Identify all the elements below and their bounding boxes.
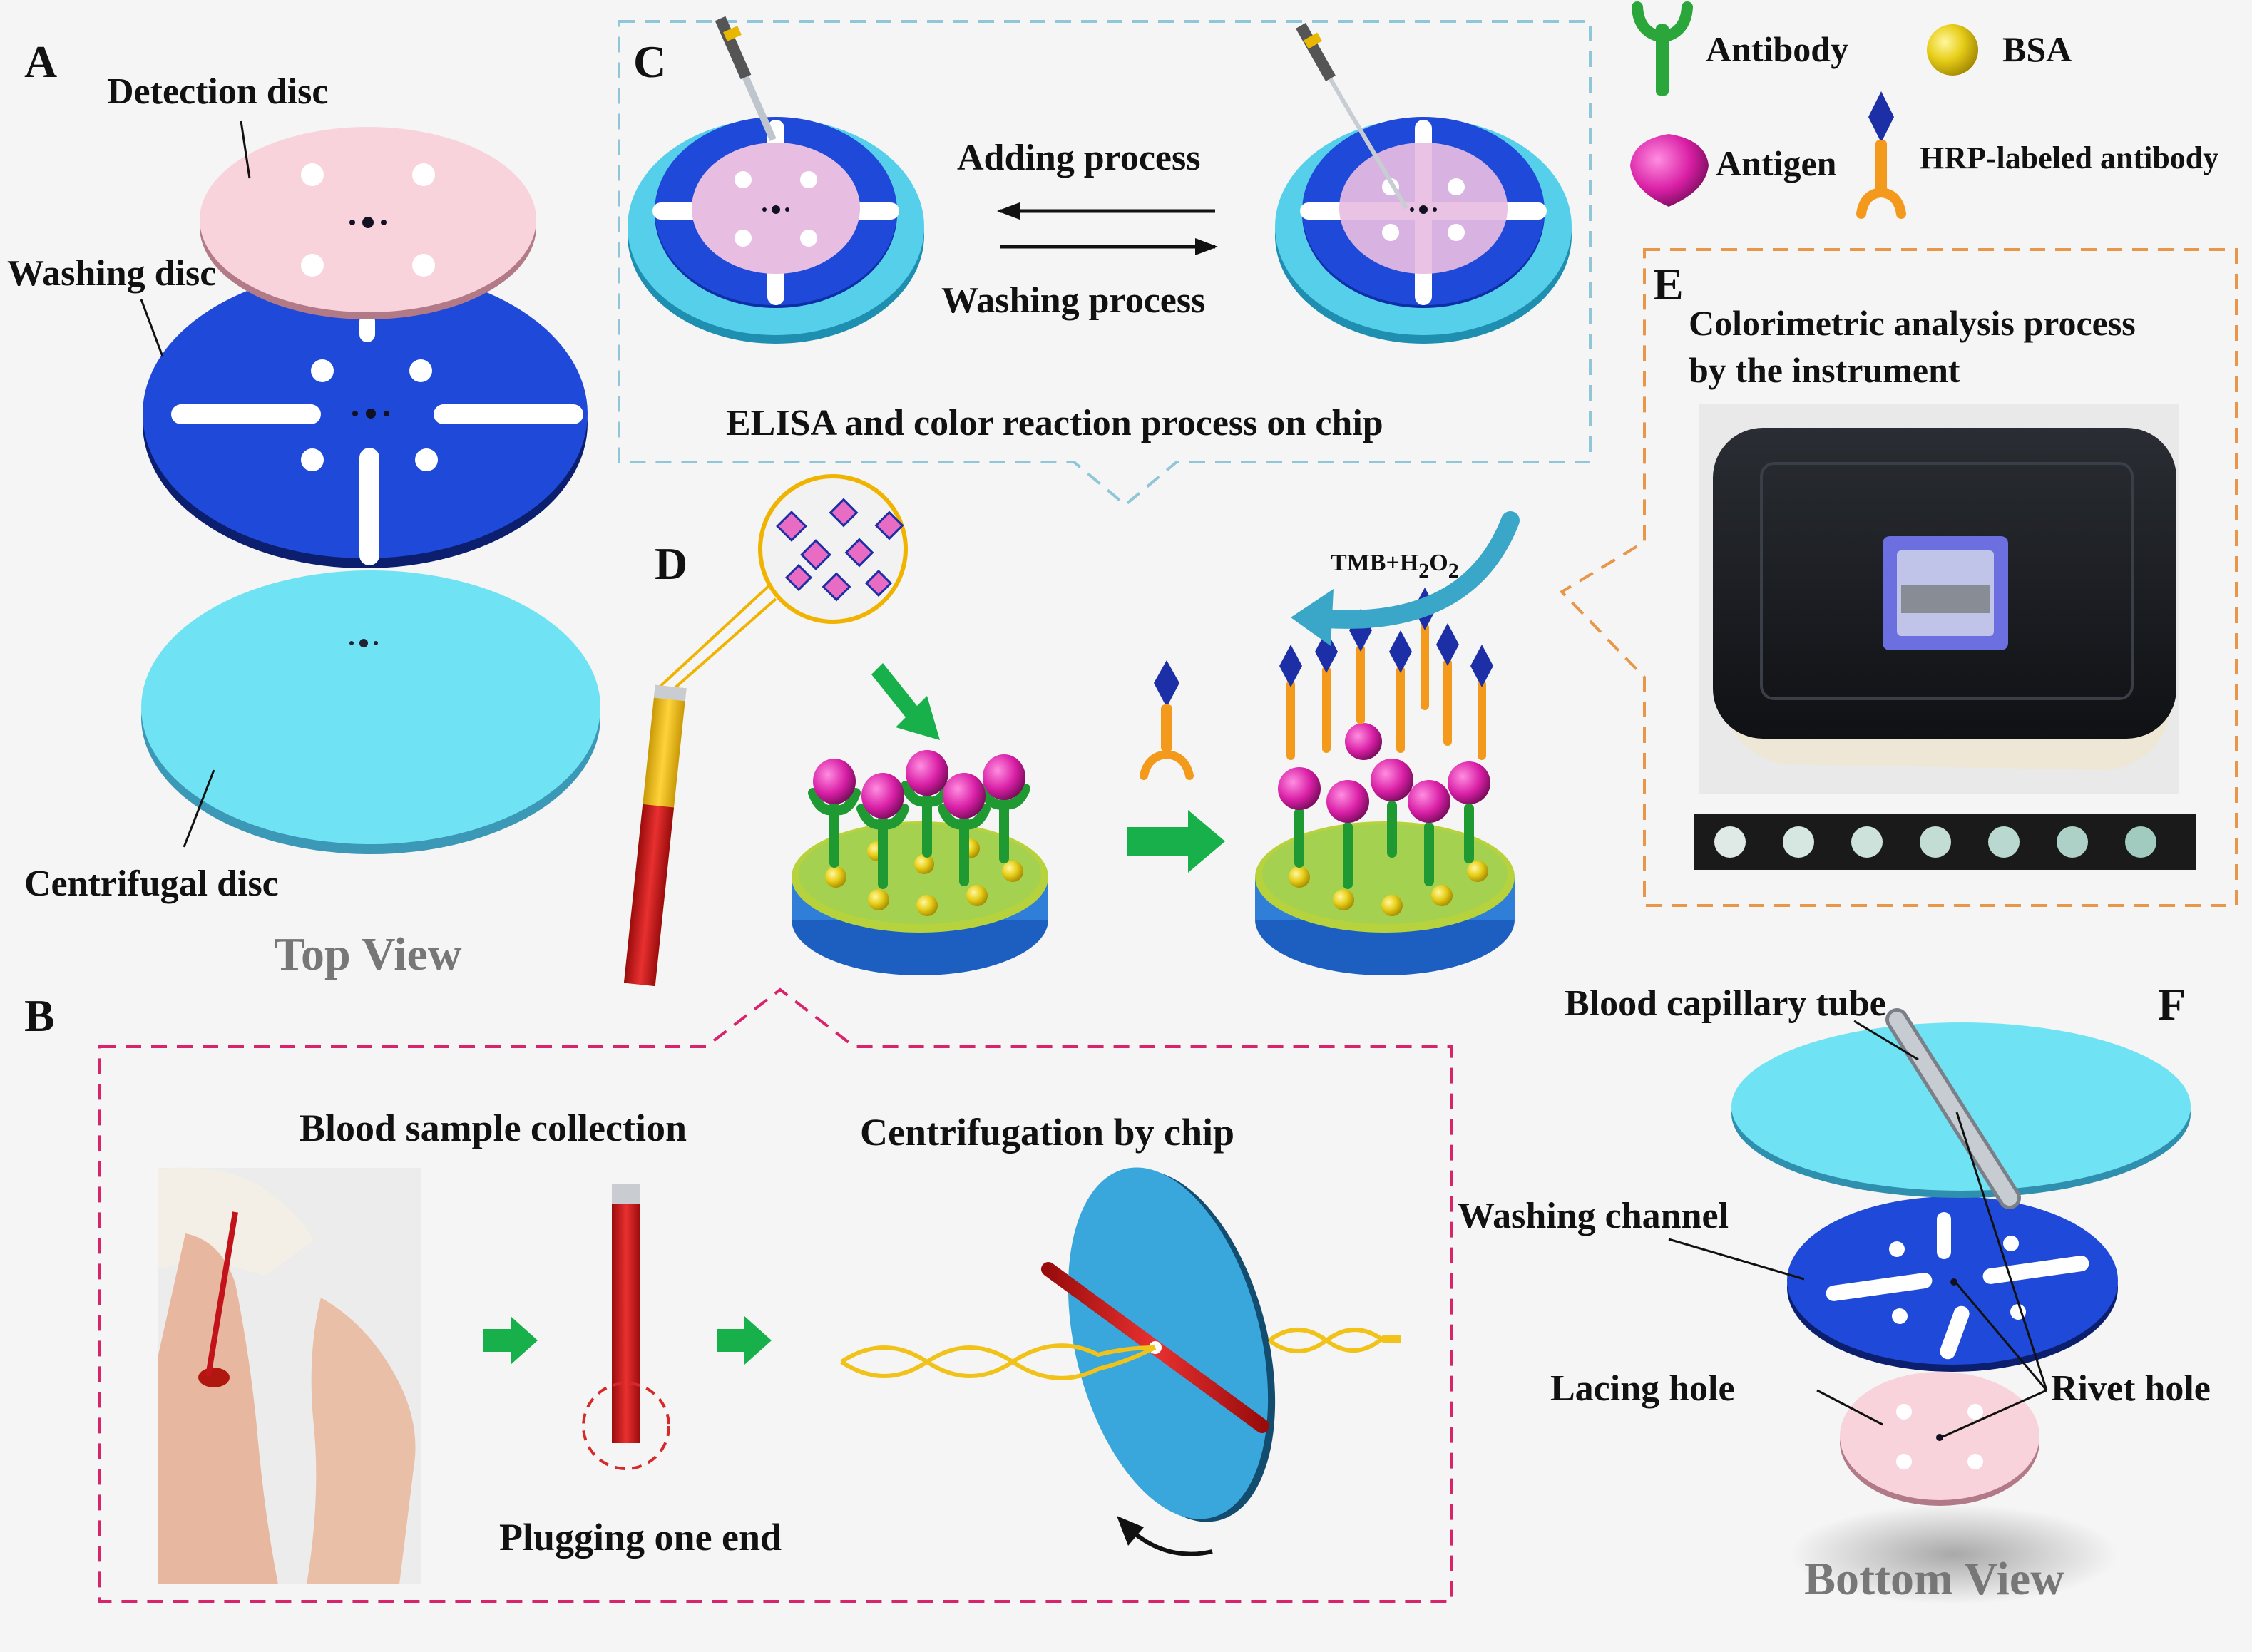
elisa-caption: ELISA and color reaction process on chip: [726, 403, 1383, 443]
adding-process-label: Adding process: [957, 138, 1200, 178]
panel-a: A Detection: [7, 36, 600, 980]
detection-disc-label: Detection disc: [107, 71, 328, 112]
top-view-label: Top View: [274, 928, 462, 980]
centrifugal-disc: [141, 570, 600, 854]
detection-disc-bottom: [1840, 1372, 2039, 1506]
green-arrow-down: [871, 663, 940, 740]
panel-c: C: [618, 16, 1592, 507]
washing-process-label: Washing process: [941, 280, 1205, 321]
capillary-tube-label: Blood capillary tube: [1565, 983, 1886, 1024]
bsa-icon: [1927, 24, 1978, 76]
legend-hrp: HRP-labeled antibody: [1920, 140, 2218, 175]
washing-disc-leader: [140, 299, 164, 357]
chip-left: [628, 117, 924, 344]
plugged-capillary-tube: [582, 1184, 670, 1470]
tmb-label: TMB+H2O2: [1331, 550, 1459, 583]
panel-e-line1: Colorimetric analysis process: [1689, 303, 2136, 343]
bottom-view-label: Bottom View: [1804, 1553, 2064, 1605]
legend-antigen: Antigen: [1716, 143, 1837, 183]
panel-d-letter: D: [655, 538, 687, 589]
detection-disc: [200, 127, 536, 319]
disc-shadow: [1790, 1504, 2118, 1604]
blood-collection-label: Blood sample collection: [300, 1107, 687, 1149]
pipette-right-icon: [1296, 23, 1408, 210]
sample-zoom-circle: [758, 474, 908, 624]
centrifugation-label: Centrifugation by chip: [860, 1111, 1234, 1154]
panel-e: E Colorimetric analysis process by the i…: [1559, 248, 2238, 907]
antibody-icon: [1632, 1, 1693, 96]
spinning-chip: [840, 1167, 1401, 1556]
tmb-arrow: [1317, 511, 1520, 629]
colorimetric-strip: [1694, 814, 2196, 870]
washing-disc-label: Washing disc: [7, 253, 216, 294]
panel-c-frame: [618, 20, 1592, 507]
washing-channel-label: Washing channel: [1458, 1196, 1729, 1236]
plugging-label: Plugging one end: [499, 1516, 782, 1559]
green-arrow-right: [1127, 810, 1225, 873]
panel-b: B Blood sample collection Centrifugation…: [24, 987, 1453, 1603]
washing-disc: [143, 269, 588, 568]
panel-a-letter: A: [24, 36, 57, 87]
panel-c-letter: C: [633, 36, 666, 87]
antigen-particles: [776, 498, 904, 602]
blood-capillary-tube-bottom: [1885, 1008, 2021, 1209]
washing-disc-bottom: [1787, 1196, 2118, 1372]
rotation-arrow-icon: [1132, 1531, 1213, 1556]
panel-f: F: [1458, 979, 2211, 1605]
panel-f-letter: F: [2158, 979, 2186, 1030]
centrifugal-disc-label: Centrifugal disc: [24, 863, 279, 904]
elisa-well-initial: [792, 750, 1048, 975]
finger-prick-photo: [158, 1167, 421, 1584]
sample-capillary-tube: [623, 684, 687, 987]
panel-b-frame: [98, 987, 1453, 1603]
instrument-photo: [1699, 404, 2179, 794]
lacing-hole-label: Lacing hole: [1550, 1368, 1735, 1409]
legend-bsa: BSA: [2002, 29, 2072, 69]
panel-e-letter: E: [1653, 259, 1684, 309]
detection-disc-leader: [240, 120, 251, 179]
panel-d: D: [623, 474, 1520, 987]
green-arrow-b2: [717, 1316, 772, 1365]
green-arrow-b1: [483, 1316, 538, 1365]
elisa-well-final: [1255, 588, 1515, 975]
hrp-antibody-floating: [1140, 660, 1194, 780]
chip-right: [1275, 117, 1572, 344]
panel-b-letter: B: [24, 990, 55, 1041]
legend: Antibody BSA Antigen HRP-labeled antibod…: [1630, 1, 2218, 219]
rivet-hole-label: Rivet hole: [2051, 1368, 2211, 1409]
pipette-left-icon: [715, 16, 777, 142]
antigen-icon: [1630, 134, 1709, 207]
legend-antibody: Antibody: [1706, 29, 1848, 69]
panel-e-frame: [1559, 248, 2238, 907]
panel-e-line2: by the instrument: [1689, 350, 1960, 390]
centrifugal-disc-leader: [183, 769, 215, 848]
hrp-antibody-icon: [1856, 91, 1906, 219]
